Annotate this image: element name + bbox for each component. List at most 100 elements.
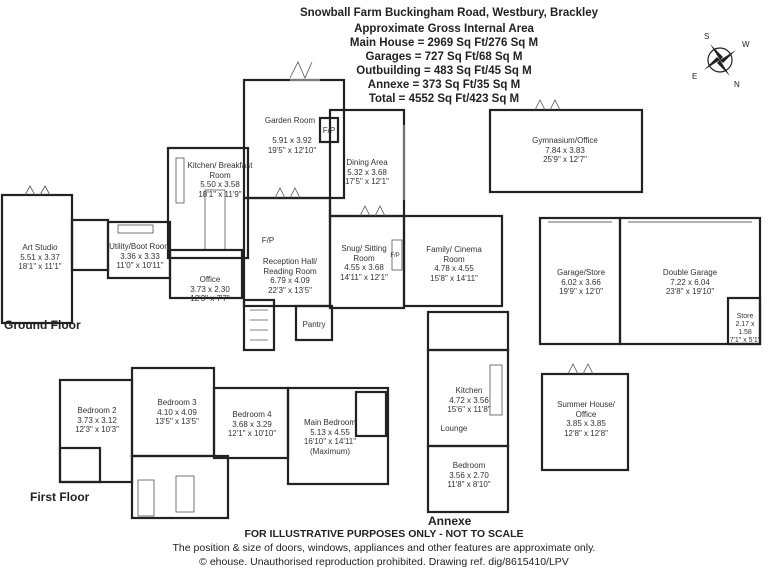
room-bedroom4: Bedroom 4 3.68 x 3.29 12'1" x 10'10" (218, 410, 286, 439)
first-floor-label: First Floor (30, 490, 90, 504)
garden-room-door-icon (289, 61, 313, 79)
area-garages: Garages = 727 Sq Ft/68 Sq M (365, 51, 523, 63)
art-studio-metric: 5.51 x 3.37 (20, 252, 60, 262)
room-lounge: Lounge (440, 424, 468, 433)
garage-store-imperial: 19'9" x 12'0" (559, 287, 603, 296)
compass-label-s: S (704, 32, 710, 41)
snug-imperial: 14'11" x 12'1" (340, 272, 388, 282)
bedroom4-name: Bedroom 4 (232, 410, 272, 419)
wall-double-garage (618, 216, 762, 346)
wall-kitchen (166, 146, 250, 260)
area-annexe: Annexe = 373 Sq Ft/35 Sq M (367, 79, 521, 91)
art-studio-name: Art Studio (22, 243, 58, 252)
compass-label-n: N (734, 80, 740, 89)
room-garden-room: Garden Room (255, 116, 325, 126)
wall-ensuite (58, 446, 102, 484)
wall-main-bedroom (286, 386, 390, 486)
gym-metric: 7.84 x 3.83 (545, 145, 585, 155)
area-total: Total = 4552 Sq Ft/423 Sq M (368, 93, 520, 105)
fp-reception-label: F/P (261, 236, 275, 245)
snug-name: Snug/ Sitting Room (341, 244, 387, 263)
gym-name: Gymnasium/Office (532, 136, 598, 145)
wall-store (726, 296, 762, 346)
bedroom2-metric: 3.73 x 3.12 (77, 415, 117, 425)
room-reception: Reception Hall/ Reading Room 6.79 x 4.09… (252, 257, 328, 295)
ground-floor-label: Ground Floor (4, 318, 81, 332)
annexe-kitchen-metric: 4.72 x 3.56 (449, 395, 489, 405)
office-imperial: 12'3" x 7'7" (190, 294, 230, 303)
room-art-studio: Art Studio 5.51 x 3.37 18'1" x 11'1" (8, 243, 72, 272)
dining-metric: 5.32 x 3.68 (347, 167, 387, 177)
room-summer-house: Summer House/ Office 3.85 x 3.85 12'8" x… (548, 400, 624, 438)
double-garage-imperial: 23'8" x 19'10" (665, 287, 715, 296)
family-name: Family/ Cinema Room (426, 245, 482, 264)
garage-store-metric: 6.02 x 3.66 (561, 277, 601, 287)
wall-office (168, 248, 244, 300)
annexe-bedroom-metric: 3.56 x 2.70 (449, 470, 489, 480)
wall-annexe-bathroom (426, 310, 510, 352)
bedroom4-metric: 3.68 x 3.29 (232, 419, 272, 429)
utility-metric: 3.36 x 3.33 (120, 251, 160, 261)
area-main-house: Main House = 2969 Sq Ft/276 Sq M (349, 37, 539, 49)
room-annexe-kitchen: Kitchen 4.72 x 3.56 15'6" x 11'8" (436, 386, 502, 415)
annexe-label: Annexe (428, 514, 472, 528)
wall-pantry (294, 304, 334, 342)
bedroom3-name: Bedroom 3 (157, 398, 197, 407)
room-garden-room-name: Garden Room (264, 116, 316, 125)
summer-house-imperial: 12'8" x 12'8" (564, 428, 608, 438)
gym-imperial: 25'9" x 12'7" (543, 155, 587, 164)
store-metric: 2.17 x 1.58 (735, 321, 755, 336)
wall-main-ensuite (354, 390, 388, 438)
wall-family-room (402, 214, 504, 308)
bedroom3-metric: 4.10 x 4.09 (157, 407, 197, 417)
garage-store-name: Garage/Store (556, 268, 606, 277)
room-garden-room-size: 5.91 x 3.92 19'5" x 12'10" (252, 136, 332, 155)
fp-snug-label: F/P (390, 253, 400, 259)
double-garage-metric: 7.22 x 6.04 (670, 277, 710, 287)
bedroom2-imperial: 12'3" x 10'3" (75, 425, 119, 434)
bedroom3-imperial: 13'5" x 13'5" (155, 417, 199, 426)
family-imperial: 15'8" x 14'11" (430, 273, 478, 283)
snug-metric: 4.55 x 3.68 (344, 263, 384, 272)
property-title: Snowball Farm Buckingham Road, Westbury,… (299, 7, 598, 19)
wall-annexe-bedroom (426, 444, 510, 514)
annexe-kitchen-name: Kitchen (455, 386, 483, 395)
main-bedroom-note: (Maximum) (310, 446, 350, 456)
kitchen-name: Kitchen/ Breakfast Room (187, 161, 253, 180)
area-title: Approximate Gross Internal Area (354, 23, 534, 35)
store-name: Store (736, 313, 754, 320)
wall-wc (70, 218, 110, 272)
compass-label-w: W (742, 40, 750, 49)
dining-imperial: 17'5" x 12'1" (345, 177, 389, 186)
summer-house-name: Summer House/ Office (557, 400, 615, 419)
reception-metric: 6.79 x 4.09 (270, 276, 310, 285)
room-store: Store 2.17 x 1.58 7'1" x 5'1" (729, 313, 761, 345)
kitchen-metric: 5.50 x 3.58 (200, 180, 240, 189)
art-studio-imperial: 18'1" x 11'1" (18, 262, 62, 271)
annexe-bedroom-name: Bedroom (452, 461, 486, 470)
summer-house-metric: 3.85 x 3.85 (566, 419, 606, 428)
dining-name: Dining Area (346, 158, 388, 167)
copyright-text: © ehouse. Unauthorised reproduction proh… (199, 556, 569, 568)
garden-room-metric: 5.91 x 3.92 (272, 136, 312, 145)
room-family: Family/ Cinema Room 4.78 x 4.55 15'8" x … (416, 245, 492, 283)
room-pantry: Pantry (302, 320, 326, 329)
office-name: Office (199, 275, 221, 284)
family-metric: 4.78 x 4.55 (434, 264, 474, 273)
bedroom4-imperial: 12'1" x 10'10" (227, 429, 277, 438)
bedroom2-name: Bedroom 2 (77, 406, 117, 415)
kitchen-imperial: 18'1" x 11'9" (198, 189, 242, 199)
main-bedroom-imperial: 16'10" x 14'11" (303, 437, 357, 446)
reception-name: Reception Hall/ Reading Room (262, 257, 318, 276)
disclaimer-title: FOR ILLUSTRATIVE PURPOSES ONLY - NOT TO … (244, 528, 524, 540)
disclaimer-text: The position & size of doors, windows, a… (172, 542, 596, 554)
room-office: Office 3.73 x 2.30 12'3" x 7'7" (178, 275, 242, 304)
area-outbuilding: Outbuilding = 483 Sq Ft/45 Sq M (356, 65, 532, 77)
main-bedroom-name: Main Bedroom (303, 418, 357, 427)
room-dining: Dining Area 5.32 x 3.68 17'5" x 12'1" (332, 158, 402, 187)
reception-imperial: 22'3" x 13'5" (268, 285, 312, 295)
room-utility: Utility/Boot Room 3.36 x 3.33 11'0" x 10… (108, 242, 172, 271)
wall-stairs (242, 298, 276, 352)
fireplace-garden (318, 116, 340, 144)
